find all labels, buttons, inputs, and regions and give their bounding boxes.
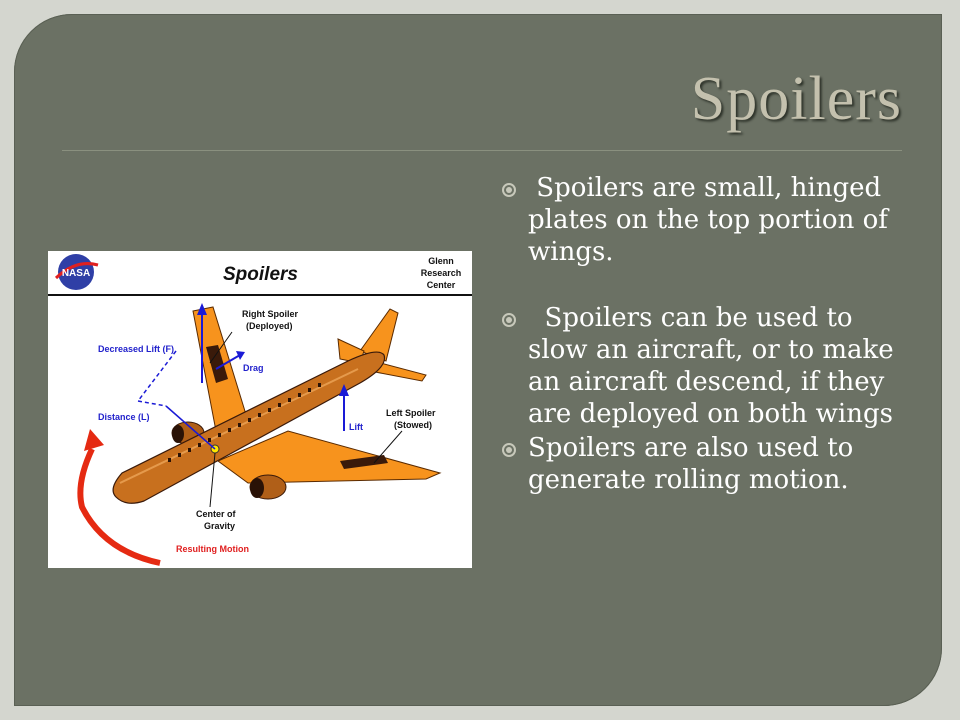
left-wing <box>216 430 442 484</box>
left-spoiler <box>340 455 388 469</box>
label-drag: Drag <box>243 363 264 373</box>
org-line-3: Center <box>427 280 456 290</box>
bullet-marker-icon <box>502 313 516 327</box>
label-right-spoiler-state: (Deployed) <box>246 321 293 331</box>
resulting-motion-arrow <box>77 447 161 566</box>
bullet-item: Spoilers are also used to generate rolli… <box>500 432 920 496</box>
force-vectors <box>137 303 349 450</box>
label-left-spoiler-state: (Stowed) <box>394 420 432 430</box>
label-center-of-gravity: Center of <box>196 509 237 519</box>
right-spoiler <box>206 345 228 383</box>
label-gravity: Gravity <box>204 521 235 531</box>
title-divider <box>62 150 902 151</box>
spoilers-diagram: NASA Spoilers Glenn Research Center <box>48 251 472 568</box>
bullet-marker-icon <box>502 183 516 197</box>
label-lift: Lift <box>349 422 363 432</box>
label-right-spoiler: Right Spoiler <box>242 309 298 319</box>
bullet-text: Spoilers can be used to slow an aircraft… <box>528 303 894 429</box>
label-left-spoiler: Left Spoiler <box>386 408 436 418</box>
org-line-1: Glenn <box>428 256 454 266</box>
bullet-text: Spoilers are also used to generate rolli… <box>528 433 854 495</box>
svg-text:NASA: NASA <box>62 268 90 279</box>
org-line-2: Research <box>421 268 462 278</box>
bullet-marker-icon <box>502 443 516 457</box>
bullet-text: Spoilers are small, hinged plates on the… <box>528 173 888 267</box>
spoilers-diagram-svg: NASA Spoilers Glenn Research Center <box>48 254 472 566</box>
label-resulting-motion: Resulting Motion <box>176 544 249 554</box>
nasa-logo: NASA <box>54 254 99 290</box>
label-decreased-lift: Decreased Lift (F) <box>98 344 174 354</box>
slide-title: Spoilers <box>690 65 902 133</box>
bullet-list: Spoilers are small, hinged plates on the… <box>500 172 920 496</box>
label-distance: Distance (L) <box>98 412 150 422</box>
diagram-title: Spoilers <box>223 264 298 285</box>
bullet-item: Spoilers are small, hinged plates on the… <box>500 172 920 268</box>
cabin-windows <box>168 383 321 462</box>
bullet-item: Spoilers can be used to slow an aircraft… <box>500 302 920 430</box>
